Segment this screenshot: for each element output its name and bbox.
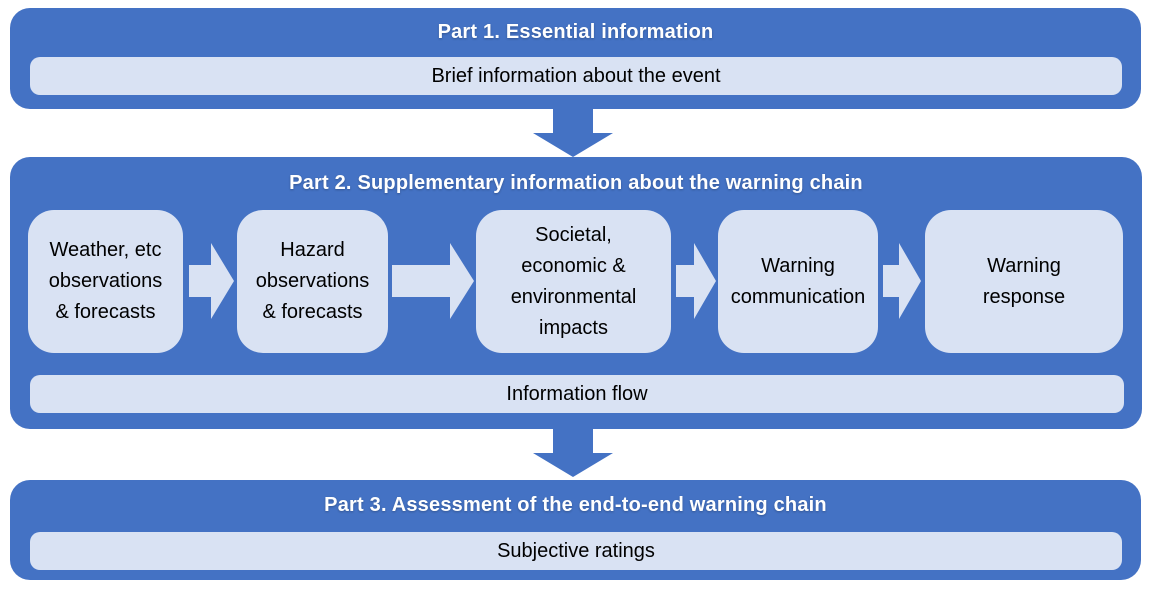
- warning-response-box: Warning response: [925, 210, 1123, 353]
- part2-supplementary-information-panel: Part 2. Supplementary information about …: [10, 157, 1142, 429]
- right-arrow-icon: [883, 243, 921, 319]
- right-arrow-icon: [676, 243, 716, 319]
- part3-assessment-panel: Part 3. Assessment of the end-to-end war…: [10, 480, 1141, 580]
- societal-impacts-box: Societal, economic & environmental impac…: [476, 210, 671, 353]
- part1-essential-information-panel: Part 1. Essential information Brief info…: [10, 8, 1141, 109]
- part3-title: Part 3. Assessment of the end-to-end war…: [324, 493, 827, 516]
- hazard-observations-box: Hazard observations & forecasts: [237, 210, 388, 353]
- right-arrow-icon: [189, 243, 234, 319]
- down-arrow-icon: [533, 429, 613, 477]
- warning-communication-box: Warning communication: [718, 210, 878, 353]
- information-flow-bar: Information flow: [30, 375, 1124, 413]
- down-arrow-icon: [533, 109, 613, 157]
- right-arrow-icon: [392, 243, 474, 319]
- subjective-ratings-bar: Subjective ratings: [30, 532, 1122, 570]
- part2-title: Part 2. Supplementary information about …: [289, 172, 863, 194]
- weather-observations-box: Weather, etc observations & forecasts: [28, 210, 183, 353]
- part1-title: Part 1. Essential information: [437, 21, 714, 43]
- part1-brief-information-bar: Brief information about the event: [30, 57, 1122, 95]
